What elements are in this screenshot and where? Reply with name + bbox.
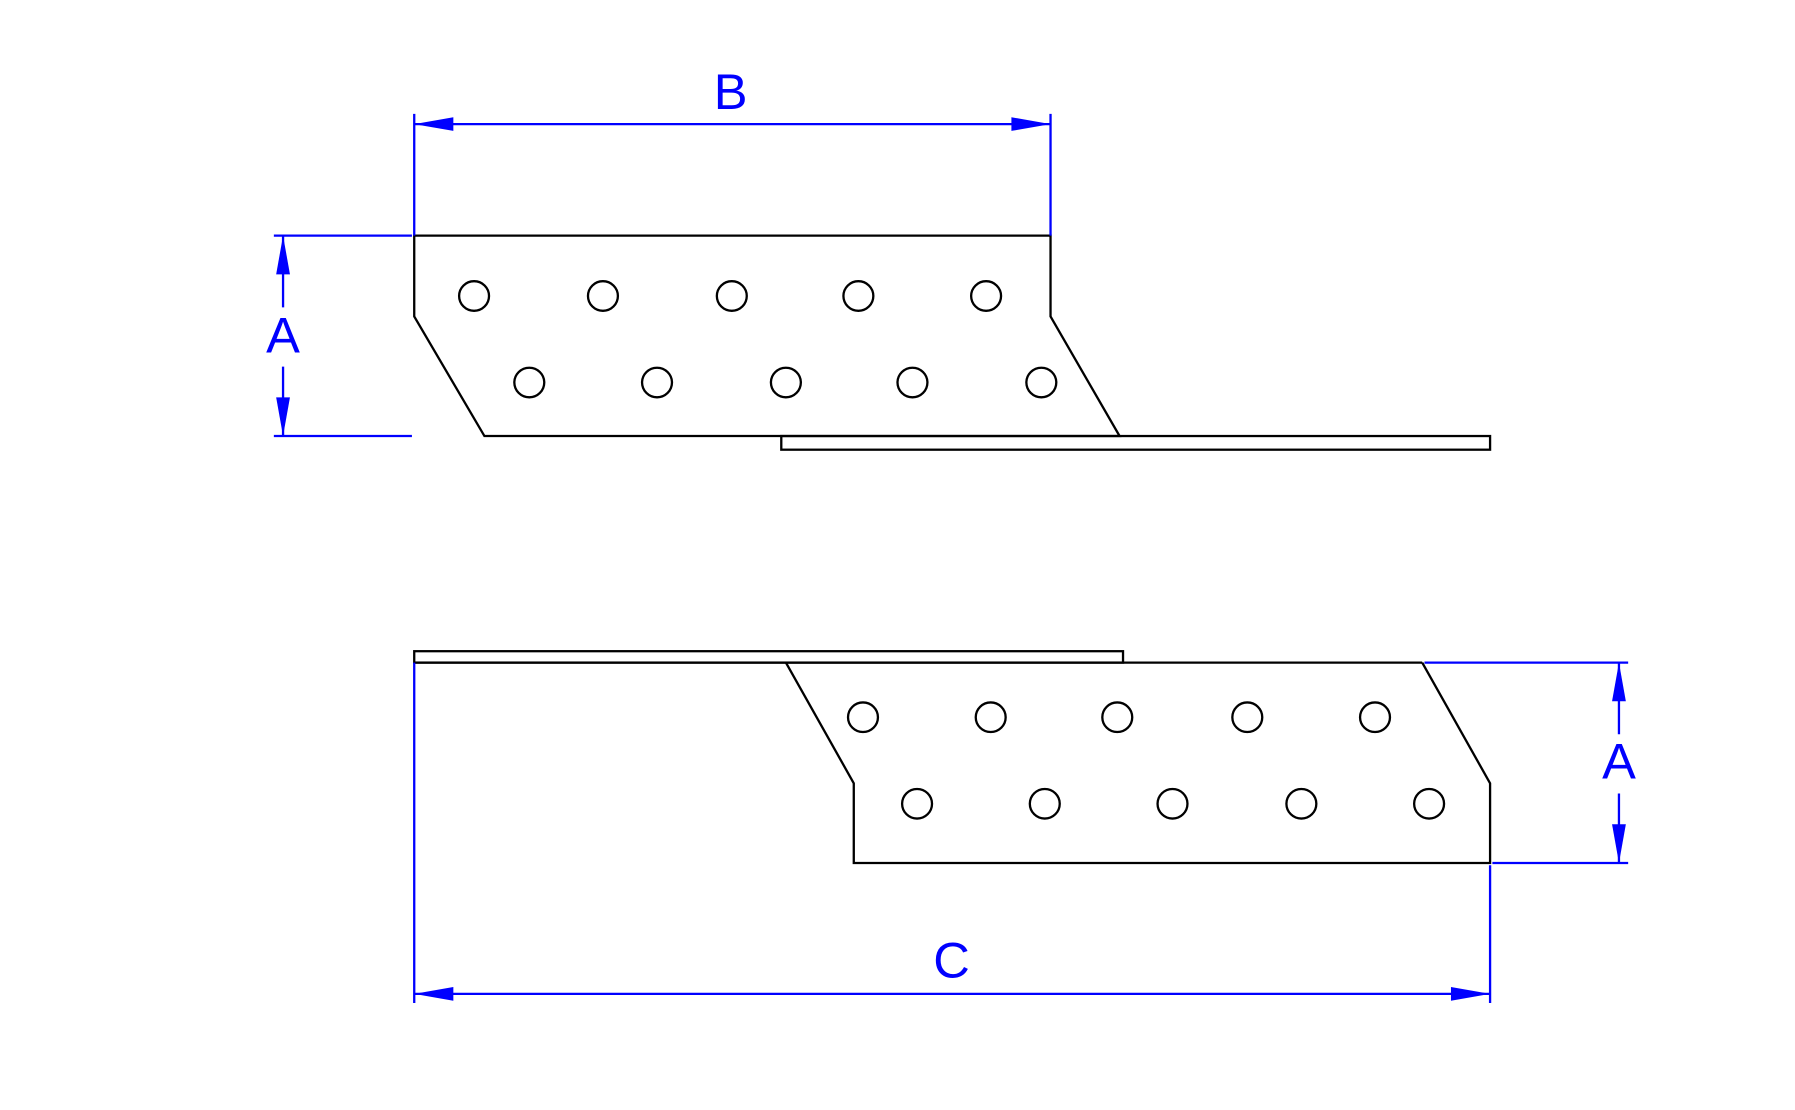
fastener-hole — [513, 366, 546, 399]
fastener-hole — [457, 280, 491, 312]
dimension-a-bottom-label: A — [1602, 733, 1636, 790]
fastener-hole — [846, 701, 880, 734]
fastener-hole — [1358, 701, 1392, 734]
fastener-hole — [900, 787, 934, 820]
fastener-hole — [896, 366, 929, 399]
fastener-hole — [1101, 701, 1134, 734]
dimension-a-top-label: A — [266, 307, 300, 364]
arrow-left-icon — [414, 117, 454, 131]
bottom-part — [413, 650, 1492, 865]
dimension-b-label: B — [714, 63, 748, 120]
bottom-part-outline — [784, 662, 1492, 865]
top-part-outline — [413, 234, 1122, 438]
arrow-right-icon — [1011, 117, 1051, 131]
arrow-up-icon — [276, 235, 290, 275]
top-part — [413, 234, 1492, 451]
fastener-hole — [1231, 701, 1264, 734]
fastener-hole — [1025, 366, 1058, 399]
fastener-hole — [1028, 787, 1061, 820]
arrow-down-icon — [276, 397, 290, 437]
fastener-hole — [974, 701, 1007, 734]
fastener-hole — [769, 366, 802, 399]
dimension-b: B — [413, 63, 1052, 236]
fastener-hole — [640, 366, 674, 399]
fastener-hole — [842, 280, 875, 312]
dimension-a-bottom: A — [1424, 661, 1636, 865]
top-part-flange — [780, 434, 1492, 451]
fastener-hole — [715, 280, 748, 312]
dimension-c: C — [413, 662, 1492, 1003]
arrow-right-icon — [1450, 987, 1491, 1001]
arrow-up-icon — [1612, 662, 1626, 702]
bottom-part-flange — [413, 650, 1125, 664]
dimension-a-top: A — [266, 234, 412, 438]
arrow-down-icon — [1612, 824, 1626, 863]
fastener-hole — [586, 280, 620, 312]
fastener-hole — [1412, 787, 1446, 820]
dimension-c-label: C — [933, 932, 970, 989]
fastener-hole — [1285, 787, 1318, 820]
fastener-hole — [1156, 787, 1189, 820]
fastener-hole — [969, 280, 1003, 312]
arrow-left-icon — [414, 987, 454, 1001]
